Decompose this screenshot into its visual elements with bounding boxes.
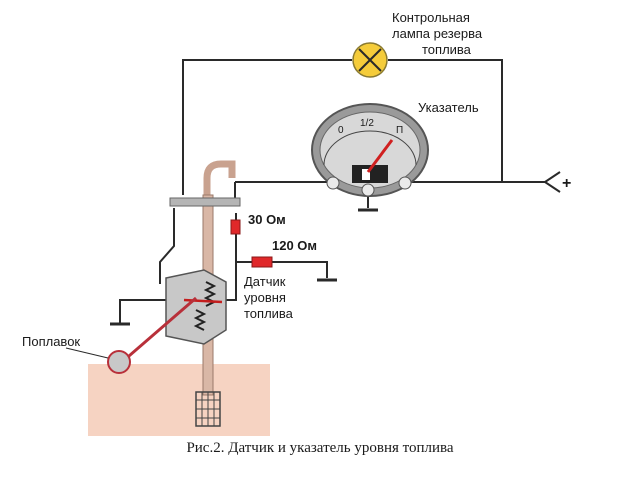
- fuel-gauge: 0 1/2 П: [311, 103, 429, 197]
- lamp-label-line2: лампа резерва: [392, 26, 483, 41]
- resistor-120-ohm: [251, 256, 273, 268]
- lamp-label-line3: топлива: [422, 42, 472, 57]
- ground-symbols: [110, 208, 378, 326]
- float-label: Поплавок: [22, 334, 80, 349]
- gauge-scale-empty: 0: [338, 125, 344, 136]
- plus-terminal: +: [562, 175, 571, 192]
- gauge-scale-half: 1/2: [360, 118, 374, 129]
- lamp-label-line1: Контрольная: [392, 10, 470, 25]
- gauge-scale-full: П: [396, 125, 403, 136]
- gauge-label: Указатель: [418, 100, 479, 115]
- sensor-label-line2: уровня: [244, 290, 286, 305]
- level-sensor: [165, 269, 227, 345]
- sensor-label-line1: Датчик: [244, 274, 286, 289]
- resistor-30-ohm: [230, 219, 241, 235]
- float: [107, 350, 131, 374]
- gauge-needle: [366, 139, 394, 173]
- fuel-tank: [88, 364, 270, 436]
- float-assembly: [65, 296, 197, 374]
- reserve-lamp: [352, 42, 388, 78]
- resistor-120-label: 120 Ом: [272, 238, 317, 253]
- resistor-30-label: 30 Ом: [248, 212, 286, 227]
- sensor-label-line3: топлива: [244, 306, 294, 321]
- figure-caption: Рис.2. Датчик и указатель уровня топлива: [186, 440, 454, 456]
